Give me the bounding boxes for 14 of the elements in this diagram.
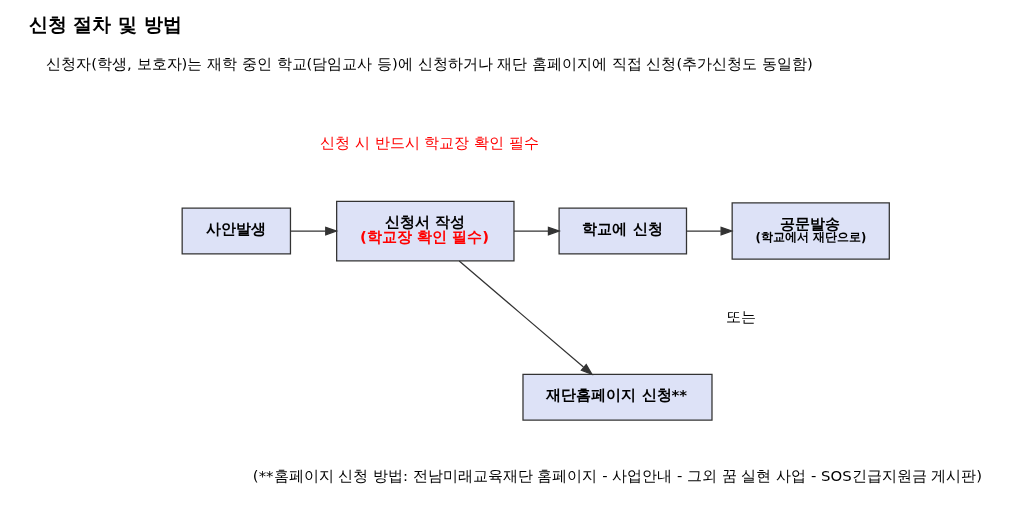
label: 신청 시 반드시 학교장 확인 필수 [319,134,539,153]
node-box: 공문발송 (학교에서 재단으로) [731,202,890,260]
diagram-title: 신청 절차 및 방법 [28,12,182,36]
arrow [685,226,734,236]
node-box: 사안발생 [181,207,291,255]
node-box: 신청서 작성 (학교장 확인 필수) [335,200,515,262]
label: 신청자(학생, 보호자)는 재학 중인 학교(담임교사 등)에 신청하거나 재단 홈페이지에 직접 신청(추가신청도 동일함) [45,54,813,73]
node-box: 학교에 신청 [557,207,687,255]
label: (**홈페이지 신청 방법: 전남미래교육재단 홈페이지 - 사업안내 - 그외 꿈 실현 사업 - SOS긴급지원금 게시판) [252,466,982,485]
arrow [458,260,593,376]
label: 또는 [725,307,756,326]
arrow [289,226,338,236]
arrow [512,226,561,236]
node-box: 재단홈페이지 신청** [521,373,713,421]
